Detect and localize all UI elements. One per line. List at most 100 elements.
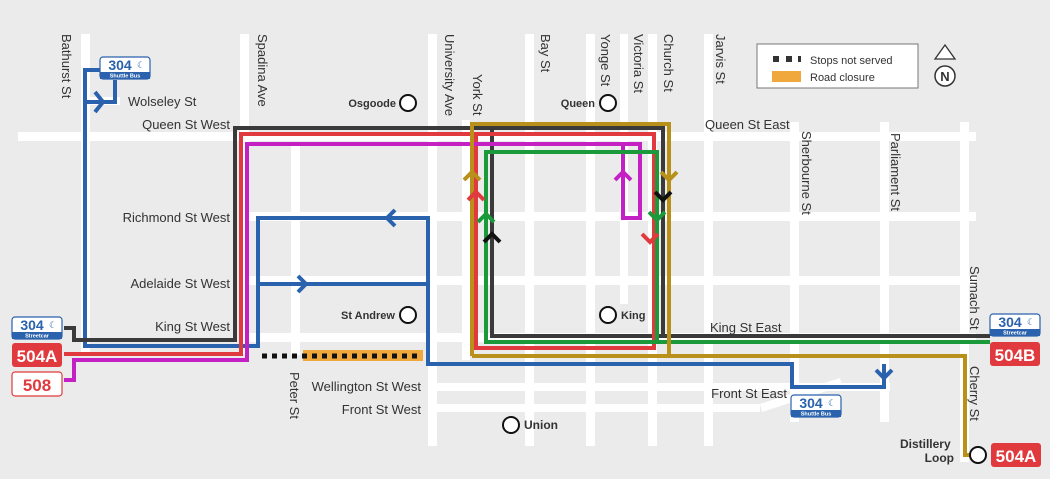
station-label: Queen (561, 98, 596, 110)
route-badge-504a-west: 504A (12, 343, 62, 367)
badge-frame (990, 342, 1040, 366)
label-cherry: Cherry St (967, 366, 982, 421)
station-label: Osgoode (348, 98, 396, 110)
badge-route-number: 504A (996, 447, 1037, 466)
street-richmond (240, 212, 976, 221)
label-church: Church St (661, 34, 676, 92)
badge-frame (991, 443, 1041, 467)
station-label: King (621, 310, 645, 322)
legend-road-closure: Road closure (810, 72, 875, 84)
direction-arrows (93, 90, 894, 381)
badge-sub-label: Streetcar (1003, 331, 1028, 337)
badge-frame (12, 343, 62, 367)
moon-icon: ☾ (1027, 317, 1035, 327)
route-badge-304-shuttle-east: 304☾Shuttle Bus (790, 394, 842, 418)
label-university: University Ave (442, 34, 457, 116)
street-parliament (880, 122, 889, 422)
badge-route-number: 504B (995, 346, 1036, 365)
legend-box (756, 43, 919, 89)
arrow-up-icon (613, 169, 633, 182)
legend: Stops not served Road closure (756, 43, 919, 89)
street-wellington (430, 383, 890, 391)
north-triangle-icon (933, 43, 957, 60)
label-bay: Bay St (538, 34, 553, 73)
street-bay (525, 34, 534, 446)
station-distillery-loop: Distillery Loop (900, 437, 987, 465)
arrow-left-icon (384, 208, 397, 228)
street-labels: Bathurst St Spadina Ave Peter St Univers… (59, 34, 982, 421)
station-osgoode: Osgoode (348, 94, 417, 112)
station-label-line1: Distillery (900, 437, 951, 451)
street-yonge (586, 34, 595, 446)
street-university (428, 34, 437, 446)
badge-route-number: 304 (998, 314, 1022, 330)
legend-dash (773, 56, 779, 62)
label-queen-east: Queen St East (705, 117, 790, 132)
label-spadina: Spadina Ave (255, 34, 270, 107)
badge-frame (11, 371, 63, 397)
route-508 (64, 142, 642, 382)
label-jarvis: Jarvis St (713, 34, 728, 84)
badge-route-number: 304 (108, 57, 132, 73)
street-queen (18, 132, 976, 141)
badge-sub-bar (791, 410, 841, 417)
route-badge-304-streetcar-east: 304 ☾ Streetcar (989, 313, 1041, 337)
route-504a (64, 132, 656, 356)
badge-route-number: 504A (17, 347, 58, 366)
badge-sub-label: Shuttle Bus (110, 74, 141, 80)
station-icon (399, 306, 417, 324)
moon-icon: ☾ (828, 398, 836, 408)
label-yonge: Yonge St (598, 34, 613, 87)
legend-road-closure-swatch (772, 71, 801, 82)
street-spadina (240, 34, 249, 354)
street-sherbourne (790, 122, 799, 422)
route-badge-508-west: 508 (11, 371, 63, 397)
route-504a-east (470, 122, 972, 457)
badge-route-number: 304 (20, 317, 44, 333)
badge-sub-bar (100, 72, 150, 79)
route-304-streetcar (64, 126, 990, 342)
street-adelaide (240, 276, 976, 285)
north-circle-icon (934, 65, 956, 87)
label-king-east: King St East (710, 320, 782, 335)
label-king-west: King St West (155, 319, 230, 334)
label-sherbourne: Sherbourne St (799, 131, 814, 215)
legend-stops-not-served: Stops not served (810, 55, 893, 67)
badge-route-number: 304 (799, 395, 823, 411)
route-badge-304-shuttle-top: 304☾Shuttle Bus (99, 56, 151, 80)
arrow-up-icon (466, 189, 486, 202)
badge-sub-bar (990, 329, 1040, 336)
station-icon (502, 416, 520, 434)
label-york: York St (470, 74, 485, 116)
street-peter (291, 145, 300, 355)
route-304-shuttle (83, 68, 886, 389)
legend-stops-not-served-swatch (773, 56, 801, 62)
arrow-down-icon (653, 190, 673, 203)
label-victoria: Victoria St (631, 34, 646, 93)
station-label: St Andrew (341, 310, 395, 322)
north-label: N (940, 69, 949, 84)
arrow-up-icon (482, 231, 502, 244)
label-adelaide: Adelaide St West (131, 276, 231, 291)
label-peter: Peter St (287, 372, 302, 419)
north-arrow: N (933, 43, 957, 87)
route-badges: 304☾Shuttle Bus304☾Streetcar504A508304☾S… (11, 56, 1041, 467)
arrow-right-icon (93, 90, 106, 114)
street-sumach (960, 122, 969, 462)
station-label: Union (524, 418, 558, 432)
label-bathurst: Bathurst St (59, 34, 74, 99)
label-sumach: Sumach St (967, 266, 982, 330)
arrow-down-icon (640, 232, 660, 245)
routes (64, 68, 990, 457)
label-richmond: Richmond St West (123, 210, 231, 225)
badge-route-number: 508 (23, 376, 51, 395)
label-wellington: Wellington St West (312, 379, 422, 394)
route-badge-304-streetcar-west: 304☾Streetcar (11, 316, 63, 340)
station-queen: Queen (561, 94, 617, 112)
station-label-line2: Loop (925, 451, 954, 465)
label-queen-west: Queen St West (142, 117, 230, 132)
stations: Osgoode Queen St Andrew King Union Disti… (341, 94, 987, 465)
station-label: Distillery Loop (900, 437, 954, 465)
station-king: King (599, 306, 645, 324)
